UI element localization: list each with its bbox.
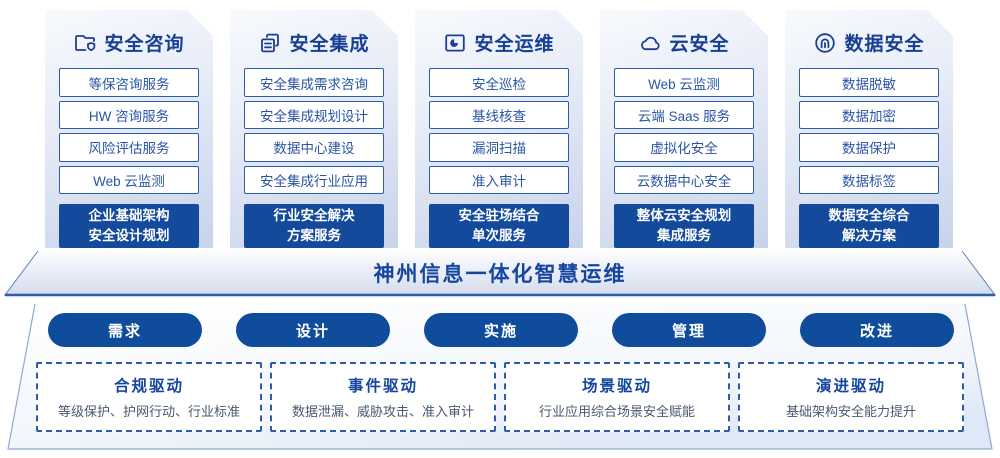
card-footer: 安全驻场结合 单次服务 xyxy=(429,204,569,248)
card-footer: 数据安全综合 解决方案 xyxy=(799,204,939,248)
driver-evolution: 演进驱动 基础架构安全能力提升 xyxy=(738,362,964,432)
card-title: 云安全 xyxy=(669,34,730,56)
driver-title: 合规驱动 xyxy=(113,378,184,395)
service-item: 数据中心建设 xyxy=(244,133,384,161)
banner-title: 神州信息一体化智慧运维 xyxy=(373,263,627,286)
service-item: 等保咨询服务 xyxy=(59,68,199,96)
card-header: 数据安全 xyxy=(799,28,939,57)
copy-documents-icon xyxy=(258,31,282,55)
driver-desc: 行业应用综合场景安全赋能 xyxy=(538,404,695,419)
card-title: 安全运维 xyxy=(474,34,555,56)
card-header: 云安全 xyxy=(614,28,754,57)
card-footer: 企业基础架构 安全设计规划 xyxy=(59,204,199,248)
service-item: 漏洞扫描 xyxy=(429,133,569,161)
folder-shield-icon xyxy=(73,31,97,55)
pill-management: 管理 xyxy=(612,313,766,347)
service-item: 数据标签 xyxy=(799,166,939,194)
service-item: 安全巡检 xyxy=(429,68,569,96)
service-item: 数据脱敏 xyxy=(799,68,939,96)
service-item: 云端 Saas 服务 xyxy=(614,101,754,129)
service-item: 虚拟化安全 xyxy=(614,133,754,161)
card-cloud-security: 云安全 Web 云监测 云端 Saas 服务 虚拟化安全 云数据中心安全 整体云… xyxy=(600,10,768,248)
card-security-consulting: 安全咨询 等保咨询服务 HW 咨询服务 风险评估服务 Web 云监测 企业基础架… xyxy=(45,10,213,248)
service-item: Web 云监测 xyxy=(59,166,199,194)
driver-desc: 等级保护、护网行动、行业标准 xyxy=(57,404,240,419)
service-item: HW 咨询服务 xyxy=(59,101,199,129)
service-item: 云数据中心安全 xyxy=(614,166,754,194)
card-header: 安全集成 xyxy=(244,28,384,57)
card-security-integration: 安全集成 安全集成需求咨询 安全集成规划设计 数据中心建设 安全集成行业应用 行… xyxy=(230,10,398,248)
service-item: 安全集成规划设计 xyxy=(244,101,384,129)
driver-desc: 数据泄漏、威胁攻击、准入审计 xyxy=(291,404,474,419)
service-item: 风险评估服务 xyxy=(59,133,199,161)
card-footer: 整体云安全规划 集成服务 xyxy=(614,204,754,248)
card-title: 安全集成 xyxy=(289,34,370,56)
pill-design: 设计 xyxy=(236,313,390,347)
driver-title: 演进驱动 xyxy=(815,378,886,395)
folder-pie-icon xyxy=(443,31,467,55)
service-item: Web 云监测 xyxy=(614,68,754,96)
driver-compliance: 合规驱动 等级保护、护网行动、行业标准 xyxy=(36,362,262,432)
pill-demand: 需求 xyxy=(48,313,202,347)
service-item: 数据保护 xyxy=(799,133,939,161)
service-item: 基线核查 xyxy=(429,101,569,129)
fingerprint-icon xyxy=(813,31,837,55)
card-footer: 行业安全解决 方案服务 xyxy=(244,204,384,248)
service-item: 安全集成行业应用 xyxy=(244,166,384,194)
cloud-icon xyxy=(638,31,662,55)
driver-scenario: 场景驱动 行业应用综合场景安全赋能 xyxy=(504,362,730,432)
pill-improvement: 改进 xyxy=(800,313,954,347)
service-item: 准入审计 xyxy=(429,166,569,194)
card-header: 安全咨询 xyxy=(59,28,199,57)
driver-title: 事件驱动 xyxy=(347,378,418,395)
driver-title: 场景驱动 xyxy=(581,378,652,395)
card-security-operations: 安全运维 安全巡检 基线核查 漏洞扫描 准入审计 安全驻场结合 单次服务 xyxy=(415,10,583,248)
driver-incident: 事件驱动 数据泄漏、威胁攻击、准入审计 xyxy=(270,362,496,432)
driver-desc: 基础架构安全能力提升 xyxy=(785,404,916,419)
service-item: 数据加密 xyxy=(799,101,939,129)
pill-implementation: 实施 xyxy=(424,313,578,347)
service-item: 安全集成需求咨询 xyxy=(244,68,384,96)
card-header: 安全运维 xyxy=(429,28,569,57)
card-data-security: 数据安全 数据脱敏 数据加密 数据保护 数据标签 数据安全综合 解决方案 xyxy=(785,10,953,248)
card-title: 数据安全 xyxy=(844,34,925,56)
card-title: 安全咨询 xyxy=(104,34,185,56)
